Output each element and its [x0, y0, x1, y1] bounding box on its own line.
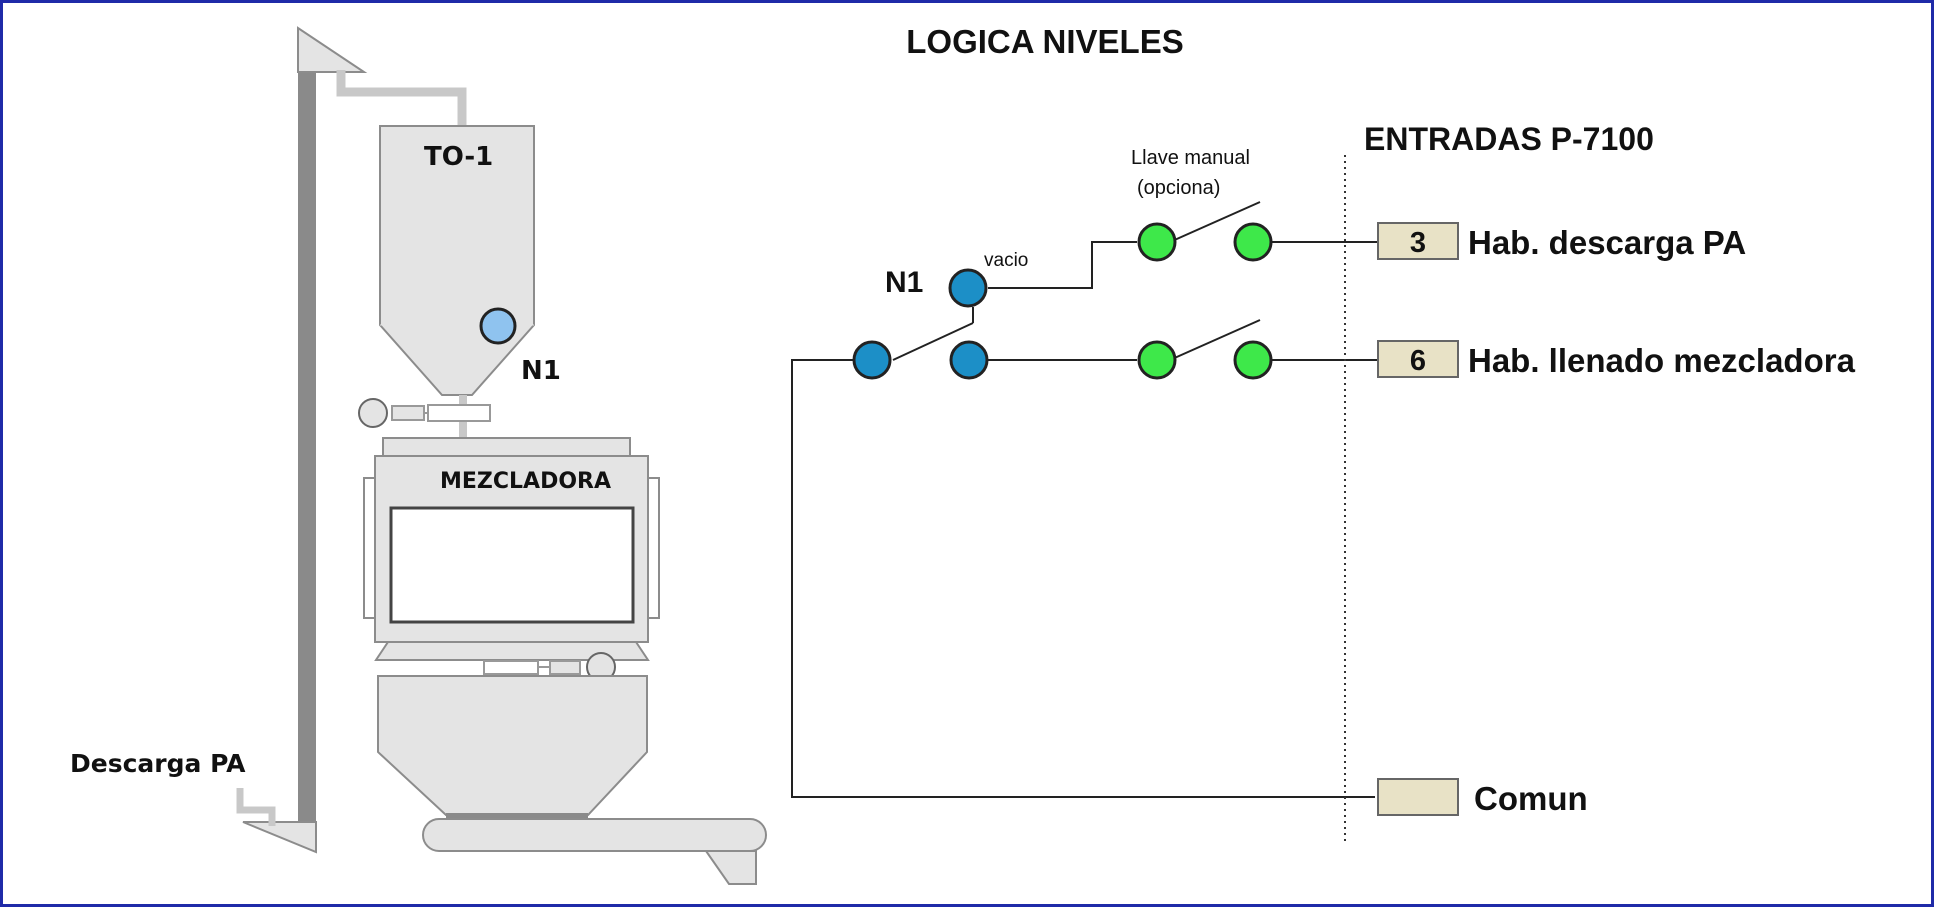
n1-common-contact — [852, 340, 892, 380]
manual-key-blade-bottom — [1169, 319, 1261, 361]
level-sensor-n1 — [479, 307, 517, 345]
manual-key-contact-top-right — [1233, 222, 1273, 262]
valve-top — [427, 404, 491, 422]
n1-vacio-contact — [948, 268, 988, 308]
manual-key-contact-bottom-left — [1137, 340, 1177, 380]
level-sensor-label: N1 — [521, 356, 561, 386]
manual-key-blade-top — [1169, 201, 1261, 243]
diagram-title: LOGICA NIVELES — [906, 23, 1183, 60]
receiving-hopper — [377, 675, 648, 816]
common-wire — [791, 359, 1375, 798]
terminal-number: 3 — [1410, 227, 1426, 259]
input-label: Comun — [1474, 780, 1588, 817]
terminal-box — [1377, 222, 1459, 260]
mixer-window — [389, 506, 635, 624]
screw-conveyor — [422, 818, 767, 852]
conveyor-top-cap — [297, 26, 368, 73]
terminal-box — [1377, 778, 1459, 816]
terminal-box — [1377, 340, 1459, 378]
plant-schematic: TO-1 N1 MEZCLADORA Descarga PA — [70, 26, 767, 885]
valve-bottom — [483, 660, 539, 675]
feed-pipe — [336, 70, 467, 126]
input-label: Hab. llenado mezcladora — [1468, 342, 1856, 379]
vertical-conveyor — [298, 68, 316, 823]
silo-label: TO-1 — [424, 142, 493, 172]
discharge-pipe — [236, 788, 276, 826]
input-row-6: 6 Hab. llenado mezcladora — [1377, 340, 1856, 379]
input-label: Hab. descarga PA — [1468, 224, 1746, 261]
n1-switch-blade — [892, 322, 974, 361]
input-row-3: 3 Hab. descarga PA — [1377, 222, 1746, 261]
manual-key-contact-top-left — [1137, 222, 1177, 262]
discharge-label: Descarga PA — [70, 749, 246, 778]
vacio-branch-wire — [988, 241, 1137, 289]
mixer-label: MEZCLADORA — [440, 469, 611, 494]
ladder-circuit — [791, 201, 1378, 798]
input-row-comun: Comun — [1377, 778, 1588, 817]
valve-actuator-top — [358, 398, 388, 428]
n1-circuit-label: N1 — [885, 266, 923, 299]
n1-full-contact — [949, 340, 989, 380]
terminal-number: 6 — [1410, 345, 1426, 377]
inputs-header: ENTRADAS P-7100 — [1364, 121, 1654, 157]
manual-key-contact-bottom-right — [1233, 340, 1273, 380]
manual-key-label-line2: (opciona) — [1137, 177, 1220, 199]
vacio-label: vacio — [984, 250, 1028, 271]
conveyor-bottom-cap — [242, 821, 317, 854]
manual-key-label-line1: Llave manual — [1131, 147, 1250, 169]
